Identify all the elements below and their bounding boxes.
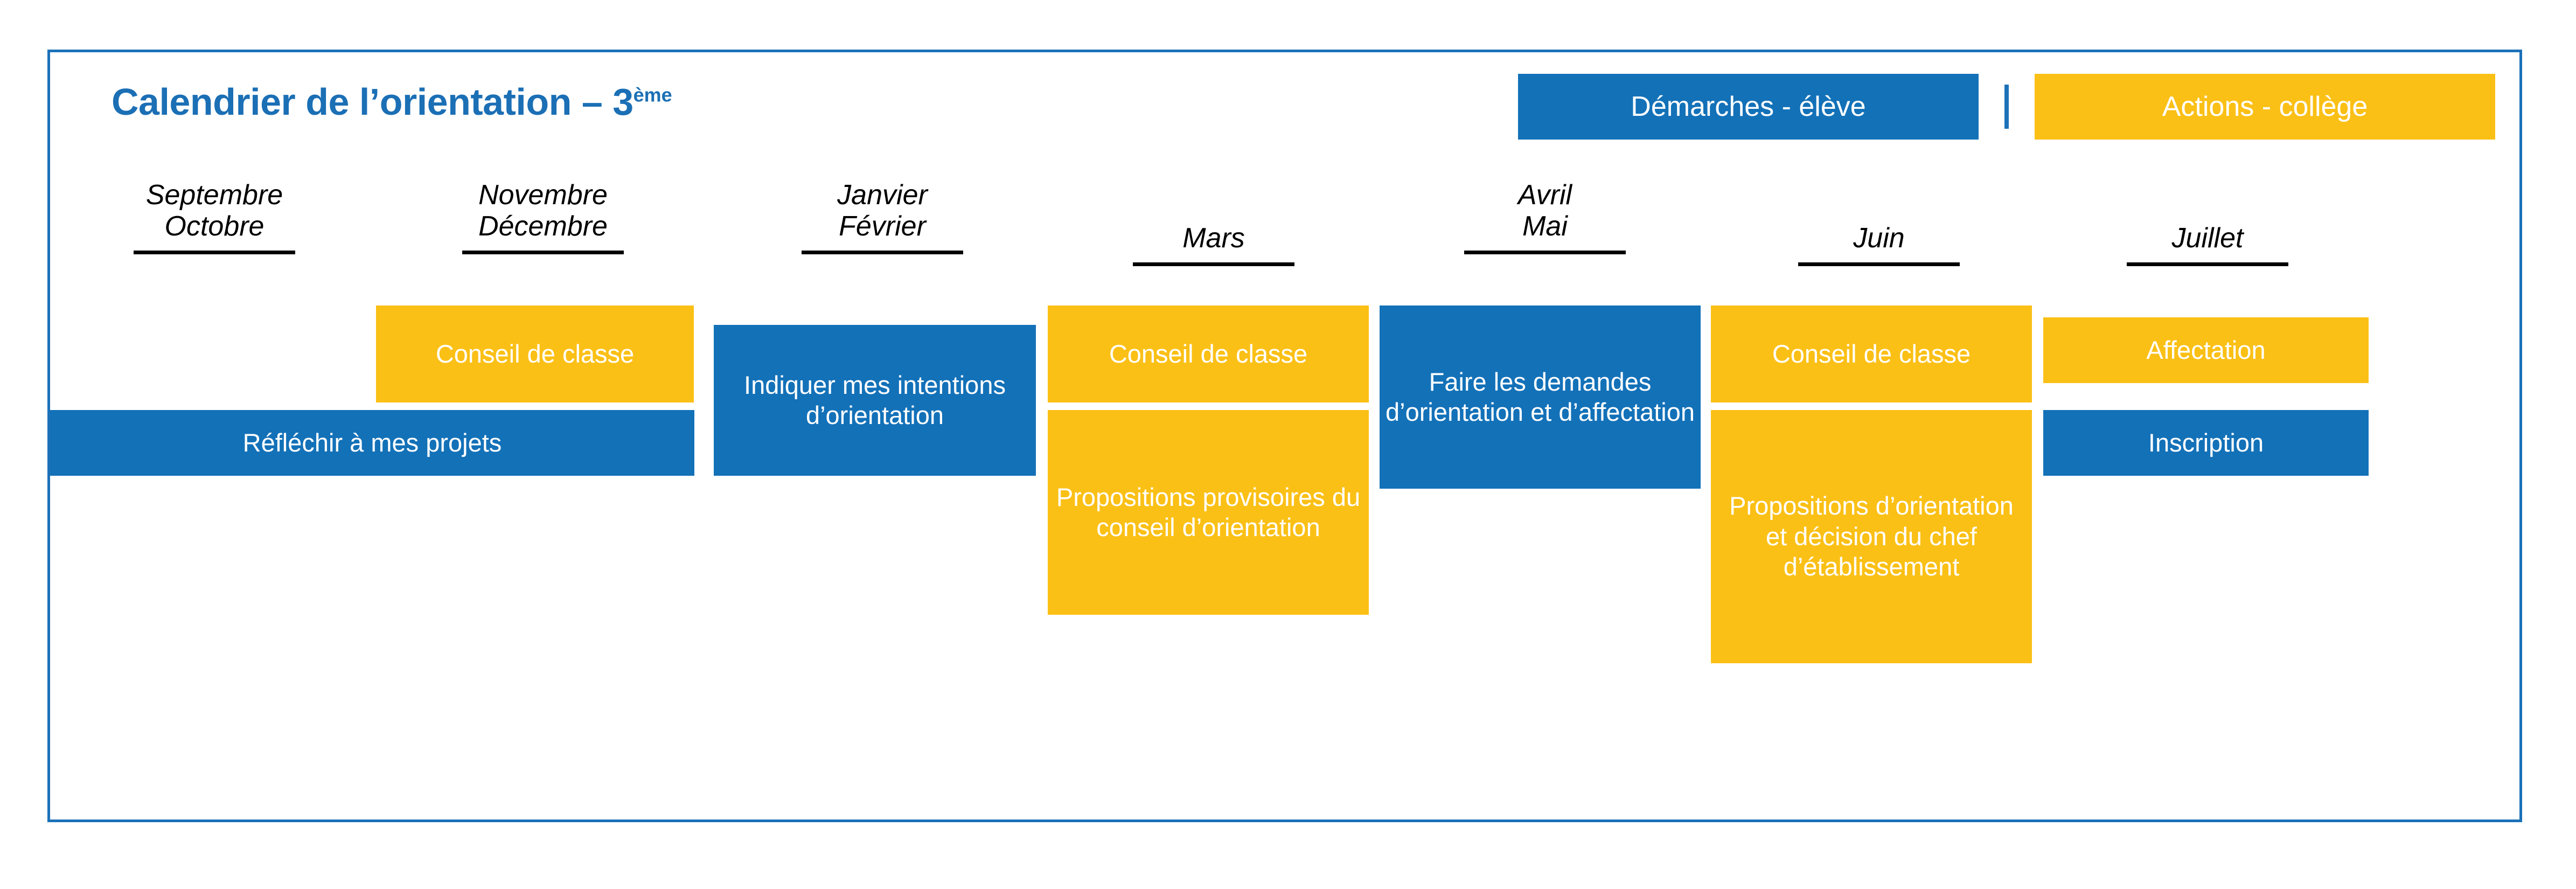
month-label-line: Mai <box>1522 211 1568 242</box>
month-label-line: Février <box>839 211 926 242</box>
month-header-janvier-fevrier: Janvier Février <box>718 179 1047 255</box>
month-underline <box>1798 262 1960 267</box>
infographic-frame: Calendrier de l’orientation – 3ème Démar… <box>47 50 2522 822</box>
month-header-novembre-decembre: Novembre Décembre <box>379 179 707 255</box>
timeline-box-juin-conseil-de-classe[interactable]: Conseil de classe <box>1711 305 2032 402</box>
timeline-box-mars-propositions-provisoires[interactable]: Propositions provisoires du conseil d’or… <box>1048 410 1369 615</box>
month-label-line: Juin <box>1853 223 1905 254</box>
month-underline <box>134 251 295 255</box>
month-header-juin: Juin <box>1715 223 2043 267</box>
timeline-box-reflechir-a-mes-projets[interactable]: Réfléchir à mes projets <box>50 410 694 476</box>
legend-chip-actions-college[interactable]: Actions - collège <box>2035 74 2495 140</box>
month-underline <box>1464 251 1626 255</box>
month-header-septembre-octobre: Septembre Octobre <box>50 179 379 255</box>
timeline-box-juin-propositions-orientation-decision[interactable]: Propositions d’orientation et décision d… <box>1711 410 2032 663</box>
month-header-juillet: Juillet <box>2043 223 2372 267</box>
page-title: Calendrier de l’orientation – 3ème <box>112 80 672 123</box>
month-label-line: Janvier <box>837 179 928 211</box>
timeline-box-avril-mai-faire-les-demandes[interactable]: Faire les demandes d’orientation et d’af… <box>1380 305 1701 489</box>
month-label-line: Octobre <box>164 211 264 242</box>
month-label-line: Novembre <box>478 179 608 211</box>
month-underline <box>802 251 963 255</box>
timeline-box-janvier-fevrier-indiquer-intentions[interactable]: Indiquer mes intentions d’orientation <box>714 325 1036 476</box>
month-underline <box>2127 262 2288 267</box>
month-underline <box>462 251 624 255</box>
legend: Démarches - élève Actions - collège <box>1518 74 2495 140</box>
timeline: Septembre Octobre Novembre Décembre Janv… <box>50 176 2519 823</box>
timeline-box-juillet-affectation[interactable]: Affectation <box>2043 317 2369 383</box>
legend-chip-demarches-eleve[interactable]: Démarches - élève <box>1518 74 1979 140</box>
month-underline <box>1133 262 1294 267</box>
timeline-box-juillet-inscription[interactable]: Inscription <box>2043 410 2369 476</box>
month-label-line: Avril <box>1517 179 1572 211</box>
page-title-superscript: ème <box>633 84 672 106</box>
page-title-text: Calendrier de l’orientation – 3 <box>112 81 633 123</box>
month-label-line: Septembre <box>145 179 283 211</box>
month-header-mars: Mars <box>1049 223 1378 267</box>
timeline-box-novembre-decembre-conseil-de-classe[interactable]: Conseil de classe <box>376 305 694 402</box>
month-label-line: Juillet <box>2171 223 2244 254</box>
month-label-line: Mars <box>1182 223 1245 254</box>
timeline-box-mars-conseil-de-classe[interactable]: Conseil de classe <box>1048 305 1369 402</box>
month-header-avril-mai: Avril Mai <box>1381 179 1709 255</box>
header-row: Calendrier de l’orientation – 3ème Démar… <box>50 52 2519 176</box>
legend-separator <box>2004 85 2009 129</box>
month-label-line: Décembre <box>478 211 608 242</box>
